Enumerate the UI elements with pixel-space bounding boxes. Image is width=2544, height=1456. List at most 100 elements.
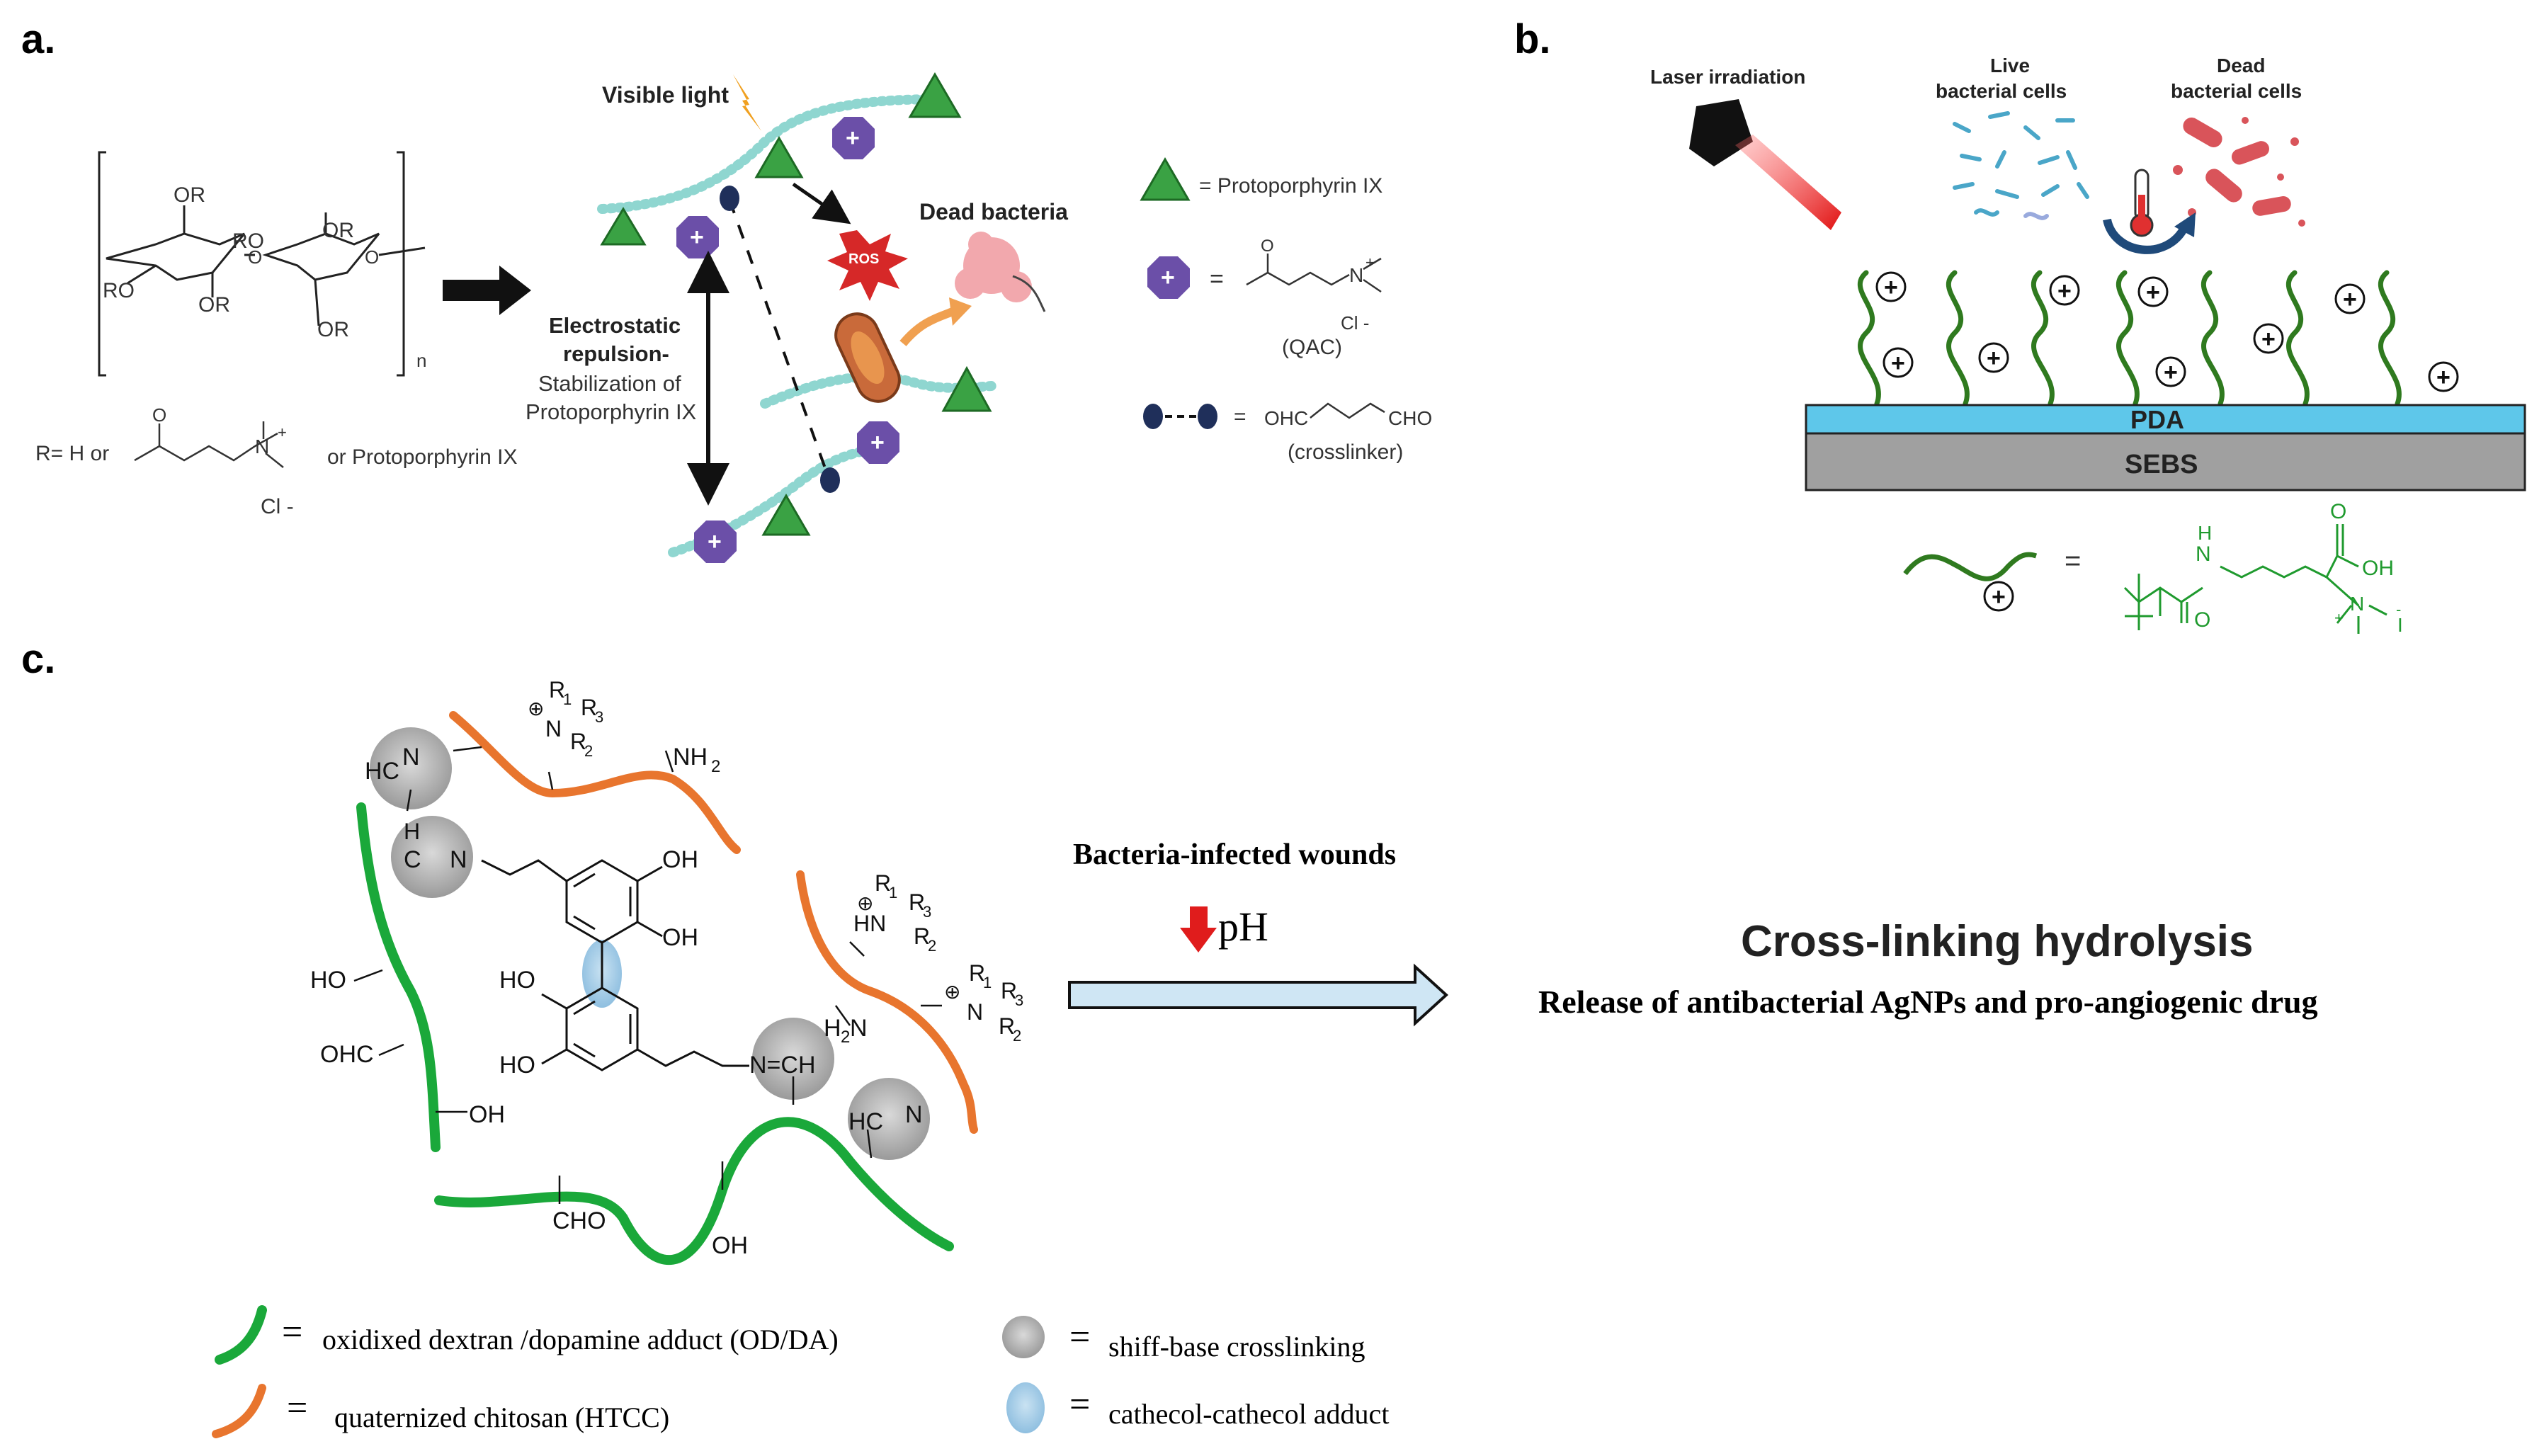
svg-text:+: + xyxy=(2343,286,2357,313)
r1c: R xyxy=(969,960,985,986)
n-2: N xyxy=(450,846,467,873)
poly-or-right: OR xyxy=(322,219,354,242)
r2b: R xyxy=(914,923,930,949)
oh-1: OH xyxy=(662,846,698,873)
r2a-sub: 2 xyxy=(584,742,593,760)
ros-arrow xyxy=(792,182,851,224)
legend-ppix-icon xyxy=(1140,157,1191,201)
h-2: H xyxy=(404,819,420,844)
n-1: N xyxy=(402,744,420,770)
r3a-sub: 3 xyxy=(595,708,603,726)
monomer-structure xyxy=(2123,524,2387,634)
chem-oh: OH xyxy=(2362,557,2394,580)
hc-3: HC xyxy=(848,1108,883,1135)
bacterium-icon xyxy=(834,312,901,403)
ros-burst-icon xyxy=(827,230,908,301)
poly-o-ring: O xyxy=(365,246,379,268)
ph-down-arrow-icon xyxy=(1180,906,1217,952)
cellulose-structure xyxy=(98,151,426,377)
svg-text:+: + xyxy=(690,224,704,251)
oh-2: OH xyxy=(662,924,698,951)
chem-h: H xyxy=(2198,522,2212,544)
r3b: R xyxy=(909,889,925,915)
legend-blue-ellipse-icon xyxy=(1006,1382,1045,1433)
legend-crosslinker-icon xyxy=(1143,404,1217,429)
dead-label-2: bacterial cells xyxy=(2171,80,2302,102)
c-2: C xyxy=(404,846,421,873)
legend-linker-chain xyxy=(1310,402,1385,419)
hn: HN xyxy=(853,911,886,936)
legend-eq1: = xyxy=(1210,266,1224,292)
svg-text:+: + xyxy=(2261,326,2276,353)
chem-o1: O xyxy=(2194,608,2210,632)
polymer-brushes xyxy=(1857,270,2402,406)
legend-oxd: oxidixed dextran /dopamine adduct (OD/DA… xyxy=(322,1324,839,1355)
sebs-label: SEBS xyxy=(2125,450,2198,479)
r3c-sub: 3 xyxy=(1015,991,1023,1009)
plus-b: ⊕ xyxy=(857,892,873,914)
r1b: R xyxy=(875,870,891,896)
dead-bacteria-cells-icon xyxy=(2173,117,2305,227)
chem-n2: N xyxy=(2350,593,2364,615)
svg-text:+: + xyxy=(1161,264,1175,291)
lightning-icon xyxy=(733,74,761,131)
svg-text:+: + xyxy=(2057,278,2072,305)
svg-text:+: + xyxy=(2146,279,2160,306)
ho-1: HO xyxy=(499,967,535,994)
r1a: R xyxy=(549,677,565,703)
r3c: R xyxy=(1001,978,1017,1003)
r1c-sub: 1 xyxy=(983,974,992,991)
hc-1: HC xyxy=(365,758,399,785)
legend-eq-b: = xyxy=(287,1388,307,1428)
legend-crosslinker: (crosslinker) xyxy=(1288,440,1403,464)
r2c: R xyxy=(999,1013,1015,1039)
visible-light-label: Visible light xyxy=(602,82,729,108)
orange-polymer-chains xyxy=(449,711,978,1134)
arrow-title: Bacteria-infected wounds xyxy=(1073,838,1396,871)
r-def-o: O xyxy=(152,404,166,426)
brush-charges: ++ ++ ++ ++ + xyxy=(1875,271,2459,392)
r-def-prefix: R= H or xyxy=(35,442,109,465)
poly-o-bridge: O xyxy=(248,246,262,268)
svg-text:+: + xyxy=(846,125,860,152)
shiff-base-spheres xyxy=(370,727,930,1160)
kill-arrow xyxy=(899,307,955,346)
chem-n: N xyxy=(2196,542,2211,566)
svg-text:+: + xyxy=(1987,345,2001,372)
legend-eq2: = xyxy=(1234,405,1247,428)
ros-label: ROS xyxy=(848,251,879,267)
poly-or-bot: OR xyxy=(198,293,230,317)
thermometer-icon xyxy=(2103,169,2196,254)
r-def-plus: + xyxy=(278,423,287,441)
ppix-triangles xyxy=(600,72,992,536)
legend-qac-name: (QAC) xyxy=(1282,336,1342,359)
legend-orange-icon xyxy=(212,1384,266,1438)
pda-label: PDA xyxy=(2130,405,2184,434)
r-def-cl: Cl - xyxy=(261,495,294,518)
ho-3: HO xyxy=(310,967,346,994)
r1a-sub: 1 xyxy=(563,690,572,708)
legend-qac-cl: Cl - xyxy=(1341,312,1369,334)
legend-brush-plus: + xyxy=(1992,584,2006,610)
legend-green-icon xyxy=(215,1305,267,1365)
panel-a-label: a. xyxy=(21,16,55,62)
laser-label: Laser irradiation xyxy=(1650,66,1805,88)
crosslinker-link xyxy=(720,186,840,493)
legend-qac-o: O xyxy=(1261,237,1274,256)
legend-brush-eq: = xyxy=(2065,545,2081,576)
legend-eq-a: = xyxy=(282,1312,302,1353)
legend-ppix: = Protoporphyrin IX xyxy=(1199,174,1382,198)
pda-layer xyxy=(1805,404,2526,435)
chem-o2: O xyxy=(2330,500,2346,523)
live-label-1: Live xyxy=(1990,55,2030,76)
legend-gray-sphere-icon xyxy=(1002,1316,1045,1358)
panel-c: c. xyxy=(21,636,2318,1438)
legend-ohc: OHC xyxy=(1264,407,1308,429)
dead-bacteria-icon xyxy=(955,232,1046,312)
r1b-sub: 1 xyxy=(889,884,897,902)
chem-minus: - xyxy=(2396,601,2401,618)
cho: CHO xyxy=(552,1207,606,1234)
result-subtitle: Release of antibacterial AgNPs and pro-a… xyxy=(1538,984,2318,1020)
sebs-layer xyxy=(1805,432,2526,491)
